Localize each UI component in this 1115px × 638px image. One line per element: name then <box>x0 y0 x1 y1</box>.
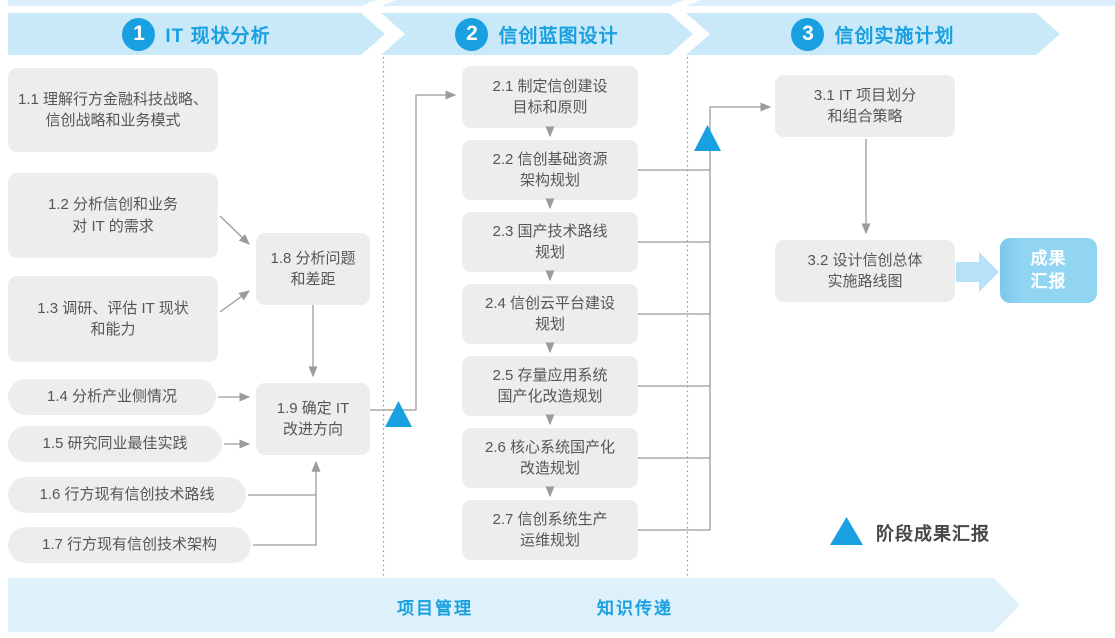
step-box-2-6: 2.6 核心系统国产化 改造规划 <box>462 428 638 488</box>
step-box-2-4: 2.4 信创云平台建设 规划 <box>462 284 638 344</box>
phase-banner-2: 2 信创蓝图设计 <box>381 13 693 55</box>
step-box-3-1: 3.1 IT 项目划分 和组合策略 <box>775 75 955 137</box>
step-box-2-7: 2.7 信创系统生产 运维规划 <box>462 500 638 560</box>
bottom-label-project-management: 项目管理 <box>397 599 473 618</box>
top-strip-phase-3 <box>686 0 1115 6</box>
step-box-3-2: 3.2 设计信创总体 实施路线图 <box>775 240 955 302</box>
step-box-1-4: 1.4 分析产业侧情况 <box>8 379 216 415</box>
bottom-label-knowledge-transfer: 知识传递 <box>597 599 673 618</box>
step-box-1-2: 1.2 分析信创和业务 对 IT 的需求 <box>8 173 218 258</box>
step-box-2-5: 2.5 存量应用系统 国产化改造规划 <box>462 356 638 416</box>
deliverable-block-arrow <box>956 252 999 292</box>
phase-2-number-badge: 2 <box>455 18 488 51</box>
deliverable-box: 成果 汇报 <box>1000 238 1097 303</box>
step-box-1-1: 1.1 理解行方金融科技战略、 信创战略和业务模式 <box>8 68 218 152</box>
step-box-1-7: 1.7 行方现有信创技术架构 <box>8 527 251 563</box>
phase-1-number-badge: 1 <box>122 18 155 51</box>
legend-milestone-triangle <box>830 517 863 545</box>
top-strip-phase-2 <box>381 0 693 6</box>
phase-1-title: IT 现状分析 <box>165 25 271 47</box>
step-box-1-5: 1.5 研究同业最佳实践 <box>8 426 222 462</box>
step-box-1-9: 1.9 确定 IT 改进方向 <box>256 383 370 455</box>
step-box-1-3: 1.3 调研、评估 IT 现状 和能力 <box>8 276 218 362</box>
milestone-triangle-phase1 <box>385 401 412 427</box>
phase-2-title: 信创蓝图设计 <box>498 25 619 47</box>
bottom-banner <box>8 578 1020 632</box>
phase-3-number-badge: 3 <box>791 18 824 51</box>
step-box-1-8: 1.8 分析问题 和差距 <box>256 233 370 305</box>
milestone-triangle-phase2 <box>694 125 721 151</box>
phase-banner-3: 3 信创实施计划 <box>686 13 1060 55</box>
step-box-2-1: 2.1 制定信创建设 目标和原则 <box>462 66 638 128</box>
step-box-2-2: 2.2 信创基础资源 架构规划 <box>462 140 638 200</box>
legend-label: 阶段成果汇报 <box>876 524 990 544</box>
step-box-2-3: 2.3 国产技术路线 规划 <box>462 212 638 272</box>
phase-3-title: 信创实施计划 <box>834 25 955 47</box>
top-strip-phase-1 <box>8 0 385 6</box>
step-box-1-6: 1.6 行方现有信创技术路线 <box>8 477 246 513</box>
phase-banner-1: 1 IT 现状分析 <box>8 13 385 55</box>
